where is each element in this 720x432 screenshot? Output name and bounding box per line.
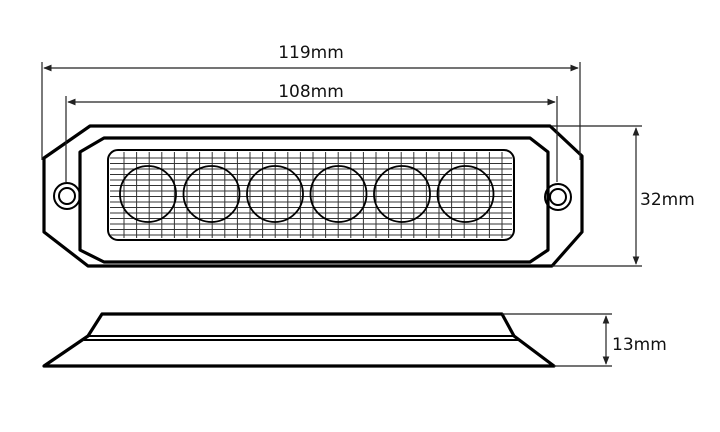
dimension-height: 32mm — [552, 125, 695, 267]
top-view — [42, 124, 584, 268]
mounting-hole-left — [53, 182, 81, 210]
lens-frame — [107, 149, 515, 241]
led-2 — [182, 165, 241, 223]
depth-label: 13mm — [612, 335, 667, 355]
led-4 — [309, 165, 368, 223]
led-6 — [436, 165, 495, 223]
led-5 — [373, 165, 431, 223]
led-3 — [246, 165, 304, 223]
lens-window — [107, 149, 515, 241]
dimension-hole-spacing: 108mm — [65, 82, 558, 182]
led-1 — [119, 165, 177, 223]
mounting-hole-right — [544, 183, 572, 211]
side-view — [42, 312, 556, 368]
dimension-overall-length: 119mm — [41, 43, 581, 160]
height-label: 32mm — [640, 190, 695, 210]
inner-bezel — [78, 136, 550, 264]
dimension-depth: 13mm — [502, 313, 667, 367]
overall-length-label: 119mm — [278, 43, 344, 63]
hole-spacing-label: 108mm — [278, 82, 344, 102]
